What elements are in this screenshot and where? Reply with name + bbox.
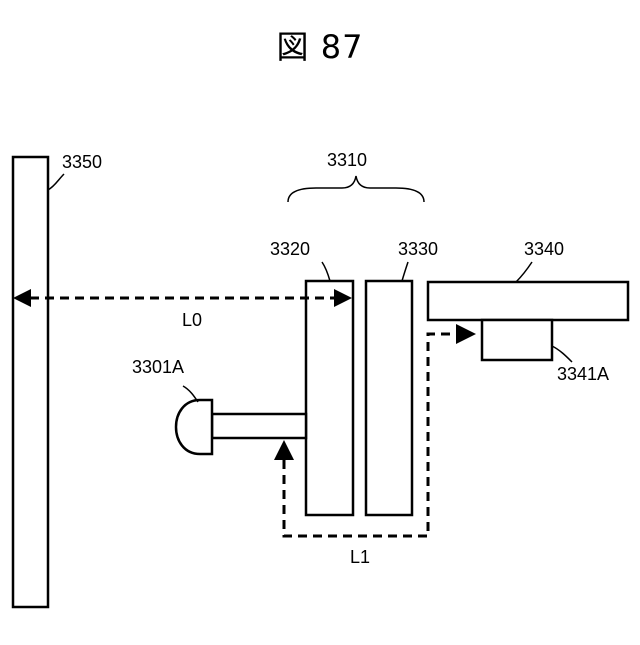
- leader-3341a: [552, 346, 572, 362]
- leader-3301a: [183, 386, 198, 402]
- member-3330: [366, 281, 412, 515]
- leader-3340: [516, 262, 532, 282]
- label-3330: 3330: [398, 239, 438, 259]
- label-3310: 3310: [327, 150, 367, 170]
- figure-title: 図 87: [0, 22, 640, 68]
- label-3341a: 3341A: [557, 364, 609, 384]
- member-3350: [13, 157, 48, 607]
- member-3320: [306, 281, 353, 515]
- leader-3330: [402, 262, 408, 281]
- arrow-l1-right-head: [456, 324, 476, 344]
- label-l0: L0: [182, 310, 202, 330]
- member-3340: [428, 282, 628, 320]
- head-3301a: [176, 400, 212, 454]
- label-3301a: 3301A: [132, 357, 184, 377]
- label-3350: 3350: [62, 152, 102, 172]
- label-l1: L1: [350, 547, 370, 567]
- label-3320: 3320: [270, 239, 310, 259]
- leader-3320: [322, 262, 330, 281]
- shaft-3301a: [212, 414, 306, 438]
- member-3341a: [482, 320, 552, 360]
- arrow-l1-up-head: [274, 440, 294, 460]
- leader-3350: [48, 174, 64, 190]
- label-3340: 3340: [524, 239, 564, 259]
- brace-3310: [288, 176, 424, 202]
